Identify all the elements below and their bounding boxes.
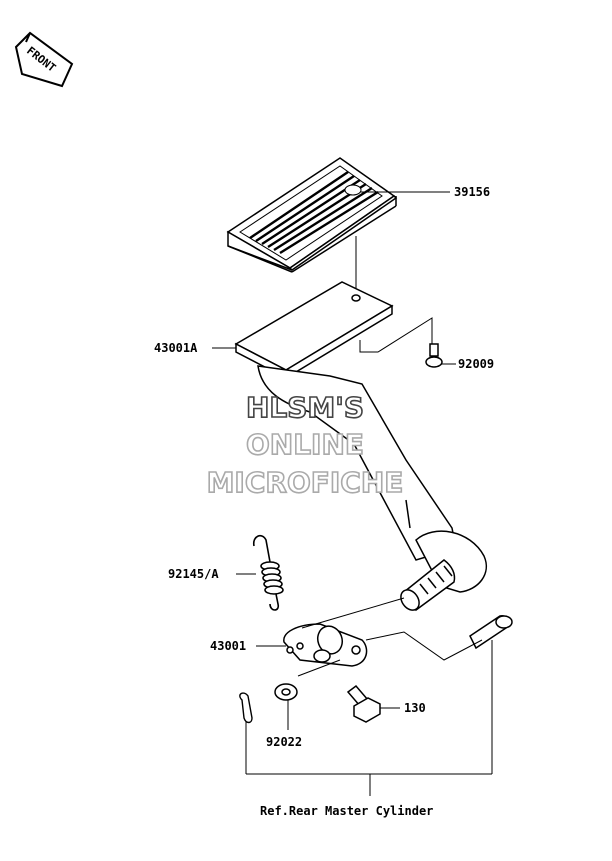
label-92022: 92022 (266, 735, 302, 749)
reference-label: Ref.Rear Master Cylinder (260, 804, 433, 818)
label-92009: 92009 (458, 357, 494, 371)
clevis-pin (469, 615, 513, 650)
pedal-pad (226, 157, 398, 273)
pedal-arm (257, 365, 487, 593)
washer (274, 683, 298, 701)
leader-lines (212, 191, 493, 796)
watermark-line1: HLSM'S (246, 391, 364, 424)
bolt-upper (425, 343, 443, 368)
cotter-pin (239, 692, 253, 724)
pedal-plate (234, 281, 394, 380)
pedal-lever (283, 623, 368, 667)
label-92145a: 92145/A (168, 567, 219, 581)
return-spring (252, 534, 284, 611)
label-130: 130 (404, 701, 426, 715)
front-arrow-icon: FRONT (14, 31, 74, 88)
label-43001a: 43001A (154, 341, 198, 355)
label-43001: 43001 (210, 639, 246, 653)
watermark-line3: MICROFICHE (207, 466, 404, 499)
label-39156: 39156 (454, 185, 490, 199)
watermark-line2: ONLINE (246, 428, 364, 461)
bolt-lower (346, 684, 381, 723)
pivot-shaft (400, 559, 456, 612)
